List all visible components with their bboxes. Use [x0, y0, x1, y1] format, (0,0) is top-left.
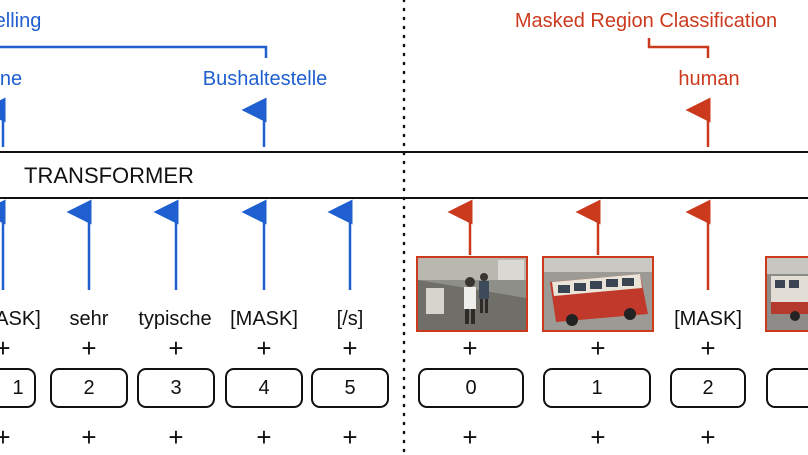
position-box-1: 1 — [0, 368, 36, 408]
plus-sign: + — [256, 422, 272, 452]
position-box-4: 4 — [225, 368, 303, 408]
position-number: 1 — [12, 376, 24, 399]
position-box-2: 2 — [50, 368, 128, 408]
position-number: 2 — [83, 376, 95, 399]
transformer-label: TRANSFORMER — [24, 163, 194, 188]
position-box-visual-1: 1 — [543, 368, 651, 408]
region-image-3 — [765, 256, 808, 332]
visual-task-title: Masked Region Classification — [514, 10, 778, 32]
position-box-3: 3 — [137, 368, 215, 408]
position-number: 3 — [170, 376, 182, 399]
text-token-1: ASK] — [0, 308, 41, 330]
text-output-label-1: ne — [0, 68, 23, 90]
text-token-4: [MASK] — [230, 308, 298, 330]
plus-sign: + — [0, 333, 11, 363]
plus-sign: + — [256, 333, 272, 363]
plus-sign: + — [700, 422, 716, 452]
text-token-2: sehr — [69, 308, 109, 330]
visual-output-label: human — [678, 68, 740, 90]
text-token-3: typische — [138, 308, 212, 330]
position-box-visual-3 — [766, 368, 808, 408]
plus-sign: + — [590, 422, 606, 452]
plus-sign: + — [81, 422, 97, 452]
text-task-bracket — [0, 45, 268, 58]
position-box-5: 5 — [311, 368, 389, 408]
position-number: 0 — [465, 376, 477, 399]
position-box-visual-0: 0 — [418, 368, 524, 408]
position-box-visual-2: 2 — [670, 368, 746, 408]
position-number: 1 — [591, 376, 603, 399]
region-image-1 — [542, 256, 654, 332]
plus-sign: + — [81, 333, 97, 363]
text-token-5: [/s] — [336, 308, 364, 330]
position-number: 4 — [258, 376, 270, 399]
visual-task-bracket — [647, 38, 710, 58]
text-task-title: elling — [0, 10, 42, 32]
plus-sign: + — [462, 333, 478, 363]
plus-sign: + — [168, 422, 184, 452]
plus-sign: + — [0, 422, 11, 452]
visual-token-mask: [MASK] — [674, 308, 742, 330]
plus-sign: + — [462, 422, 478, 452]
text-output-label-4: Bushaltestelle — [202, 68, 328, 90]
plus-sign: + — [342, 333, 358, 363]
region-image-0 — [416, 256, 528, 332]
plus-sign: + — [590, 333, 606, 363]
plus-sign: + — [700, 333, 716, 363]
plus-sign: + — [342, 422, 358, 452]
position-number: 5 — [344, 376, 356, 399]
plus-sign: + — [168, 333, 184, 363]
position-number: 2 — [702, 376, 714, 399]
